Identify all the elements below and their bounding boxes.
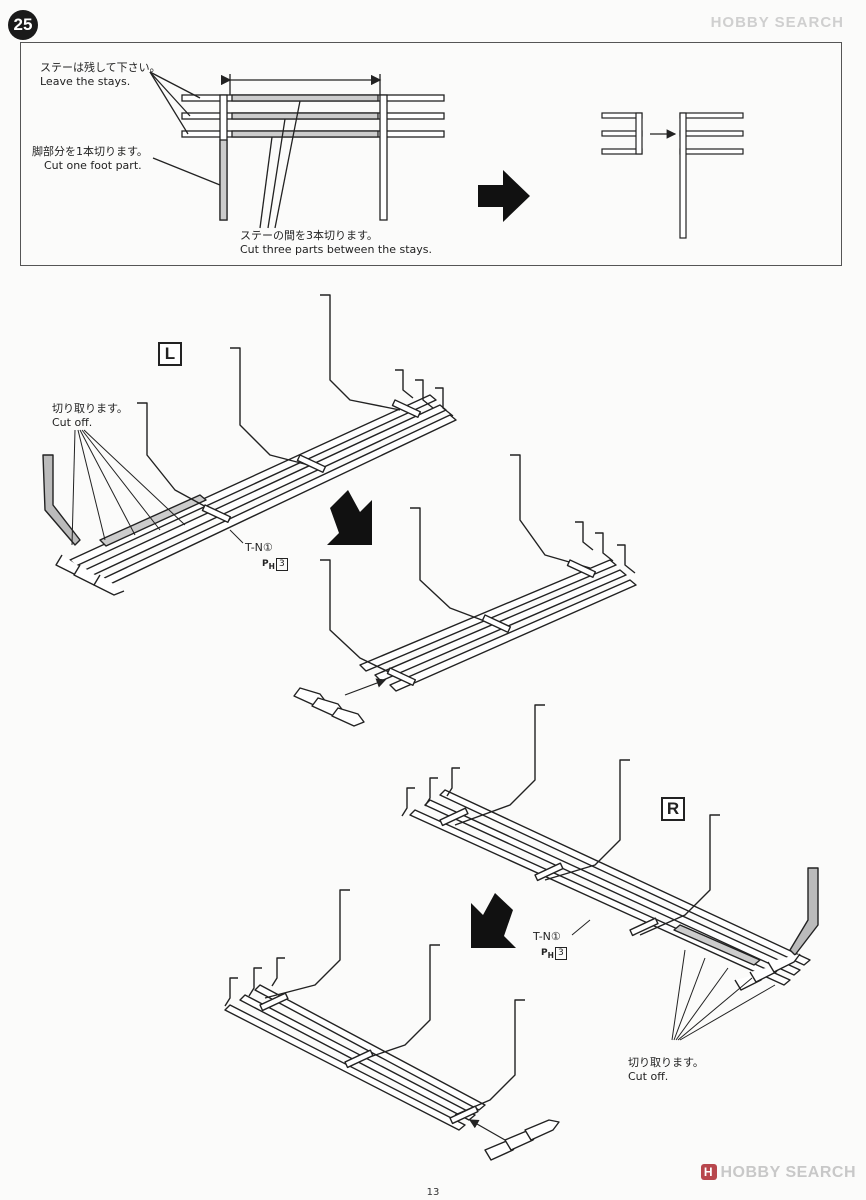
right-side-label: R — [661, 797, 685, 821]
right-cut-off-jp: 切り取ります。 — [628, 1056, 704, 1069]
cut-foot-jp: 脚部分を1本切ります。 — [32, 145, 148, 158]
left-bracket-lower — [293, 454, 637, 727]
paint-ref-icon: PH — [262, 559, 275, 571]
hobby-search-logo-icon: H — [700, 1164, 717, 1180]
paint-ref-icon: PH — [541, 948, 554, 960]
process-arrow-icon — [327, 490, 372, 545]
cut-three-en: Cut three parts between the stays. — [240, 243, 432, 256]
process-arrow-icon — [471, 893, 516, 948]
left-side-label: L — [158, 342, 182, 366]
header-brand: HOBBY SEARCH — [710, 14, 844, 31]
cut-instruction-panel — [20, 42, 842, 266]
left-bracket-upper — [42, 294, 457, 596]
step-number-badge: 25 — [8, 10, 38, 40]
process-arrow-icon — [478, 170, 530, 222]
cut-foot-en: Cut one foot part. — [44, 159, 142, 172]
cut-three-jp: ステーの間を3本切ります。 — [240, 229, 378, 242]
right-part-code: T-N① — [533, 930, 561, 943]
top-frame-drawing — [149, 71, 445, 229]
left-cut-off-jp: 切り取ります。 — [52, 402, 128, 415]
right-bracket-upper — [401, 704, 819, 991]
right-bracket-lower — [224, 889, 560, 1161]
left-cut-off-en: Cut off. — [52, 416, 93, 429]
leave-stays-jp: ステーは残して下さい。 — [40, 61, 161, 74]
page-number: 13 — [426, 1187, 440, 1198]
leave-stays-en: Leave the stays. — [40, 75, 131, 88]
right-cut-off-en: Cut off. — [628, 1070, 669, 1083]
left-part-code: T-N① — [245, 541, 273, 554]
